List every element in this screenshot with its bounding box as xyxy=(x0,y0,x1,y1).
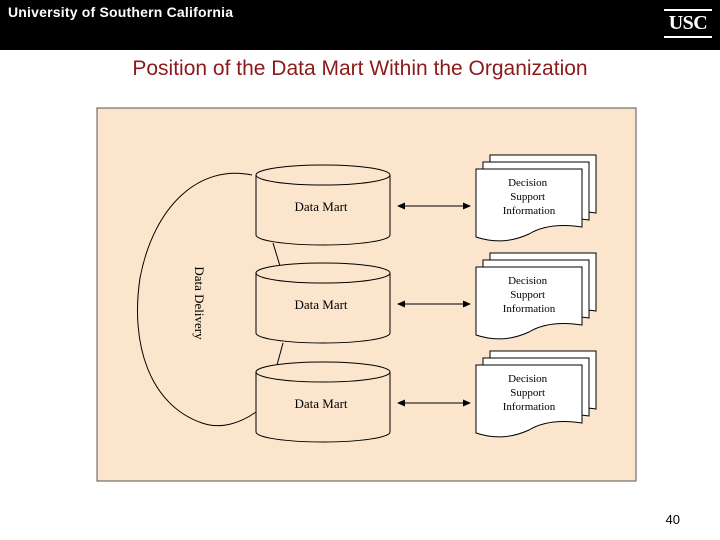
decision-support-report: Decision Support Information xyxy=(475,154,597,242)
report-line: Support xyxy=(510,289,545,301)
svg-text:Decision Support I: Decision Support Information xyxy=(503,373,556,413)
svg-text:Decision Support I: Decision Support Information xyxy=(503,275,556,315)
page-number: 40 xyxy=(665,512,680,527)
data-mart-cylinder: Data Mart xyxy=(255,361,391,443)
data-mart-label: Data Mart xyxy=(294,396,347,411)
report-line: Support xyxy=(510,387,545,399)
decision-support-report: Decision Support Information xyxy=(475,350,597,438)
delivery-link-lower xyxy=(276,342,284,366)
delivery-link-upper xyxy=(272,242,281,267)
report-line: Decision xyxy=(508,177,548,189)
slide-title: Position of the Data Mart Within the Org… xyxy=(132,57,588,80)
report-line: Information xyxy=(503,303,556,315)
data-mart-label: Data Mart xyxy=(294,199,347,214)
report-line: Information xyxy=(503,205,556,217)
data-mart-label: Data Mart xyxy=(294,297,347,312)
data-mart-cylinder: Data Mart xyxy=(255,262,391,344)
svg-text:Decision Support I: Decision Support Information xyxy=(503,177,556,217)
data-delivery-label: Data Delivery xyxy=(192,266,207,340)
decision-support-report: Decision Support Information xyxy=(475,252,597,340)
usc-logo-text: USC xyxy=(668,12,708,34)
data-mart-cylinder: Data Mart xyxy=(255,164,391,246)
report-line: Decision xyxy=(508,275,548,287)
report-line: Support xyxy=(510,191,545,203)
data-delivery-loop xyxy=(137,172,257,427)
report-line: Information xyxy=(503,401,556,413)
report-line: Decision xyxy=(508,373,548,385)
university-name: University of Southern California xyxy=(8,4,234,20)
usc-logo: USC xyxy=(664,9,712,38)
header-bar: University of Southern California USC xyxy=(0,0,720,50)
